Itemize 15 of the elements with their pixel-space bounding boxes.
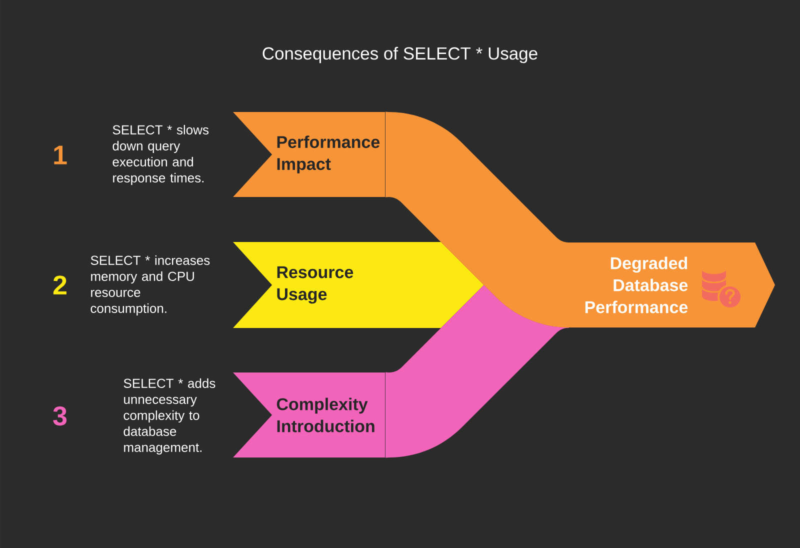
step-number: 3 xyxy=(53,406,67,426)
flow-ribbon xyxy=(385,112,569,328)
flow-ribbon xyxy=(385,285,569,458)
description-text: SELECT * slows down query execution and response times. xyxy=(112,124,209,186)
node-label: Complexity Introduction xyxy=(276,398,374,432)
step-number: 1 xyxy=(54,146,67,164)
node-label: Performance Impact xyxy=(277,136,380,174)
description-text: SELECT * increases memory and CPU resource consumption. xyxy=(90,255,210,316)
description-text: SELECT * adds unnecessary complexity to database management. xyxy=(124,378,216,455)
step-number: 2 xyxy=(53,276,66,294)
node-label: Degraded Database Performance xyxy=(585,256,688,314)
title: Consequences of SELECT * Usage xyxy=(262,46,538,64)
notched-band: Complexity Introduction xyxy=(233,372,385,458)
chevron-band: Resource Usage xyxy=(233,242,484,328)
notched-band: Performance Impact xyxy=(233,112,385,197)
